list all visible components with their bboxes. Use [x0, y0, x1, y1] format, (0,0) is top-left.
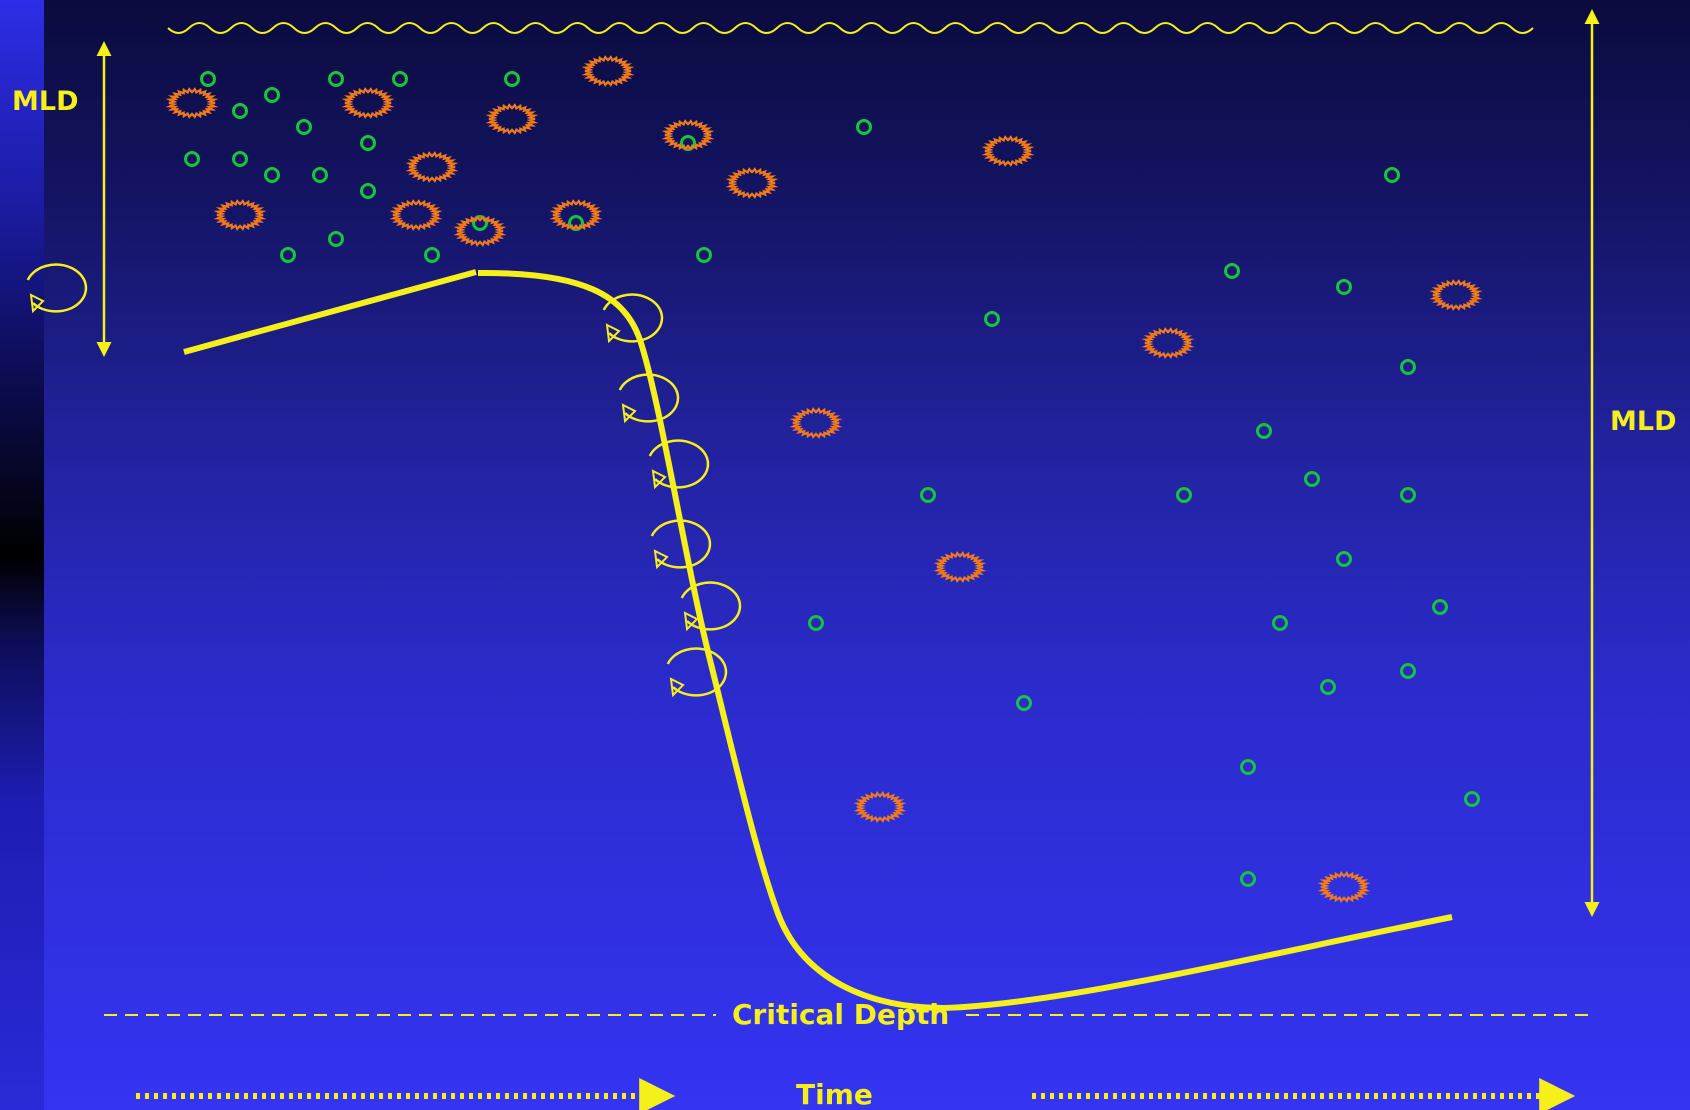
mld-left-label: MLD [12, 86, 79, 117]
green-circle-icon [264, 167, 280, 183]
orange-spiky-oval-icon [1141, 327, 1195, 359]
orange-spiky-oval-icon [581, 55, 635, 87]
green-circle-icon [200, 71, 216, 87]
green-circle-icon [328, 231, 344, 247]
circular-arrow-icon [602, 293, 664, 343]
green-circle-icon [1336, 279, 1352, 295]
green-circle-icon [504, 71, 520, 87]
green-circle-icon [1256, 423, 1272, 439]
green-circle-icon [232, 151, 248, 167]
green-circle-icon [1432, 599, 1448, 615]
green-circle-icon [1464, 791, 1480, 807]
circular-arrow-icon [680, 581, 742, 631]
green-circle-icon [296, 119, 312, 135]
circular-arrow-head [683, 611, 699, 632]
orange-spiky-oval-icon [341, 87, 395, 119]
circular-arrow-icon [26, 263, 88, 313]
orange-spiky-oval-icon [453, 215, 507, 247]
mixing-arrows [26, 263, 742, 698]
mld-right-label: MLD [1610, 406, 1677, 437]
orange-spiky-oval-icon [1317, 871, 1371, 903]
time-label: Time [796, 1078, 873, 1110]
orange-spiky-oval-icon [661, 119, 715, 151]
orange-spiky-oval-icon [405, 151, 459, 183]
green-circle-icon [280, 247, 296, 263]
green-circle-icon [360, 183, 376, 199]
green-circle-icon [920, 487, 936, 503]
green-circle-icon [264, 87, 280, 103]
green-circle-icon [1320, 679, 1336, 695]
orange-spiky-oval-icon [789, 407, 843, 439]
orange-spiky-oval-icon [165, 87, 219, 119]
circular-arrow-head [29, 293, 45, 314]
orange-spiky-oval-icon [933, 551, 987, 583]
green-circle-icon [1272, 615, 1288, 631]
circular-arrow-head [669, 677, 685, 698]
green-circle-icon [1400, 359, 1416, 375]
circular-arrow-head [621, 403, 637, 424]
green-circle-icon [232, 103, 248, 119]
green-circle-icon [808, 615, 824, 631]
green-circle-icon [1384, 167, 1400, 183]
green-circle-icon [1176, 487, 1192, 503]
circular-arrow-head [653, 549, 669, 570]
green-circle-icon [856, 119, 872, 135]
mld-curve-initial-segment [183, 269, 477, 355]
green-circle-icon [1240, 871, 1256, 887]
phytoplankton-group [184, 71, 1480, 887]
green-circle-icon [1400, 663, 1416, 679]
green-circle-icon [328, 71, 344, 87]
orange-spiky-oval-icon [389, 199, 443, 231]
circular-arrow-icon [666, 647, 728, 697]
zooplankton-group [165, 55, 1483, 903]
green-circle-icon [1016, 695, 1032, 711]
circular-arrow-icon [648, 439, 710, 489]
green-circle-icon [568, 215, 584, 231]
orange-spiky-oval-icon [853, 791, 907, 823]
green-circle-icon [184, 151, 200, 167]
circular-arrow-head [605, 323, 621, 344]
orange-spiky-oval-icon [213, 199, 267, 231]
orange-spiky-oval-icon [485, 103, 539, 135]
orange-spiky-oval-icon [549, 199, 603, 231]
green-circle-icon [1224, 263, 1240, 279]
circular-arrow-head [651, 469, 667, 490]
green-circle-icon [360, 135, 376, 151]
green-circle-icon [424, 247, 440, 263]
green-circle-icon [696, 247, 712, 263]
left-edge-strip [0, 0, 44, 1110]
green-circle-icon [984, 311, 1000, 327]
sea-surface-wave [167, 22, 1534, 34]
green-circle-icon [472, 215, 488, 231]
green-circle-icon [1240, 759, 1256, 775]
green-circle-icon [392, 71, 408, 87]
green-circle-icon [1400, 487, 1416, 503]
green-circle-icon [312, 167, 328, 183]
green-circle-icon [1304, 471, 1320, 487]
circular-arrow-icon [650, 519, 712, 569]
green-circle-icon [1336, 551, 1352, 567]
circular-arrow-icon [618, 373, 680, 423]
green-circle-icon [680, 135, 696, 151]
orange-spiky-oval-icon [1429, 279, 1483, 311]
critical-depth-label: Critical Depth [732, 998, 949, 1031]
orange-spiky-oval-icon [981, 135, 1035, 167]
orange-spiky-oval-icon [725, 167, 779, 199]
